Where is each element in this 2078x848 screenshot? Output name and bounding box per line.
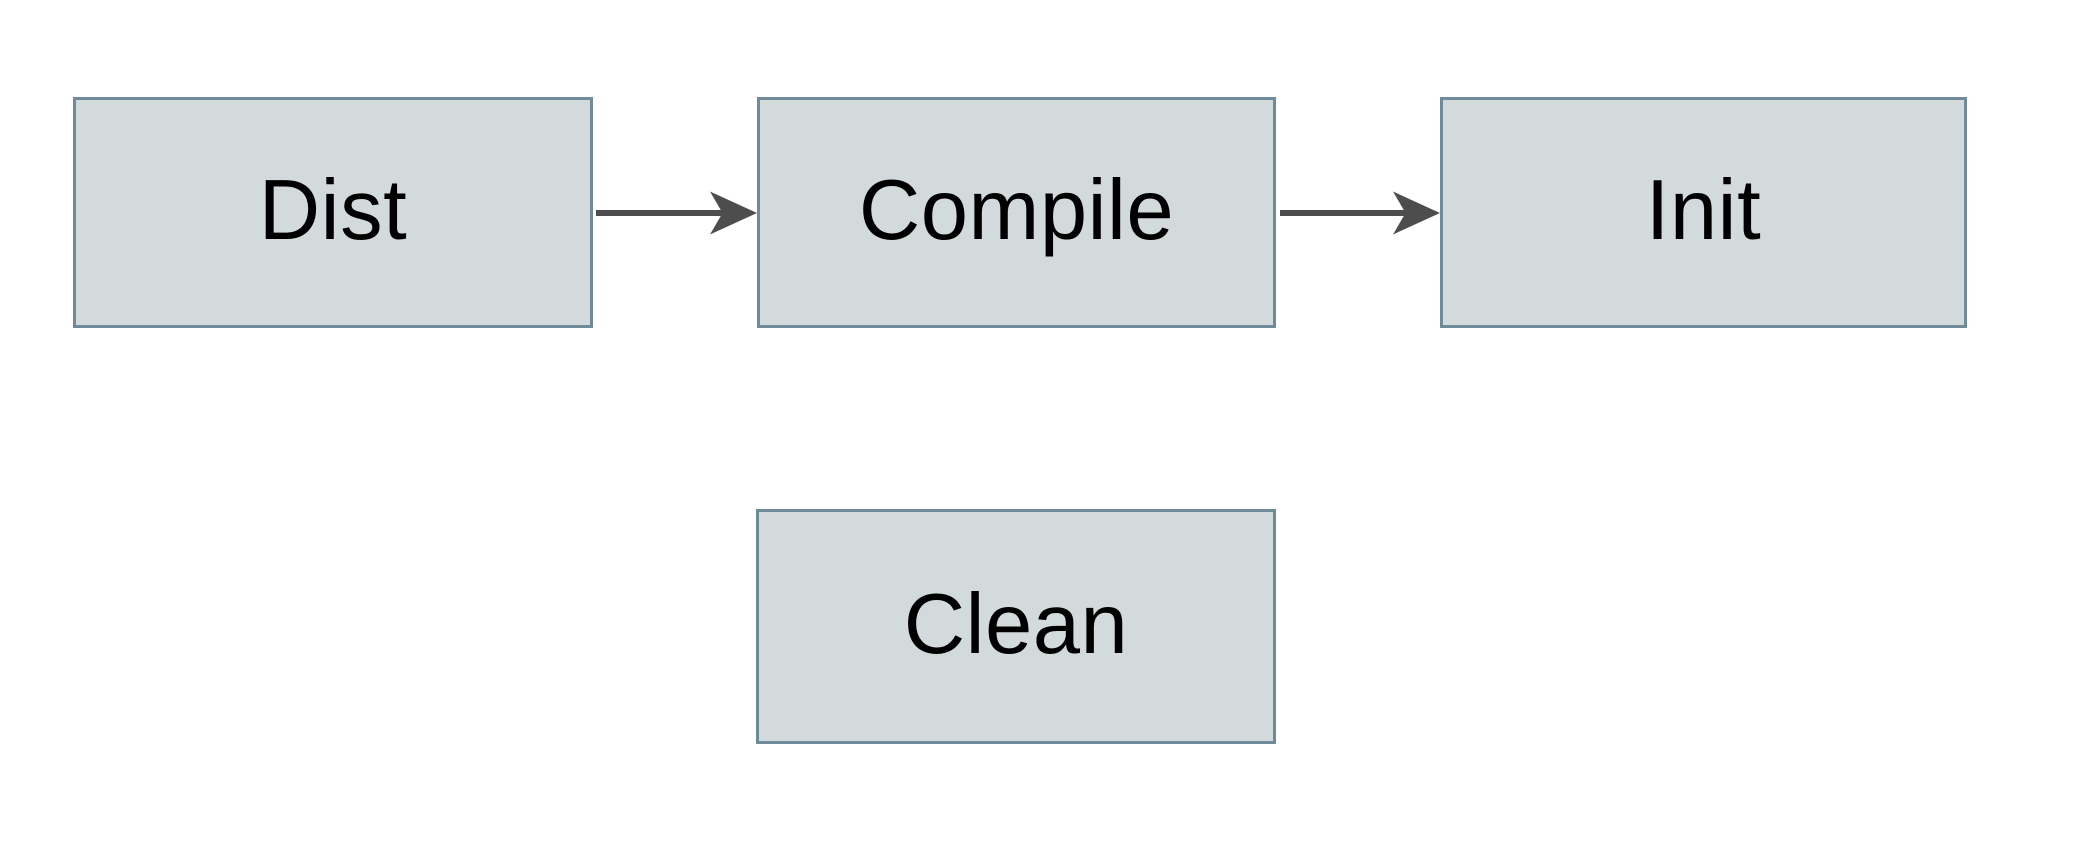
node-clean: Clean: [756, 509, 1276, 744]
node-init: Init: [1440, 97, 1967, 328]
node-init-label: Init: [1645, 163, 1762, 258]
node-dist: Dist: [73, 97, 593, 328]
node-clean-label: Clean: [903, 577, 1129, 672]
arrow-compile-to-init: [1280, 191, 1440, 235]
node-dist-label: Dist: [258, 163, 408, 258]
node-compile: Compile: [757, 97, 1276, 328]
node-compile-label: Compile: [858, 163, 1175, 258]
arrowhead-icon: [1393, 191, 1440, 235]
arrowhead-icon: [710, 191, 757, 235]
arrow-dist-to-compile: [596, 191, 757, 235]
